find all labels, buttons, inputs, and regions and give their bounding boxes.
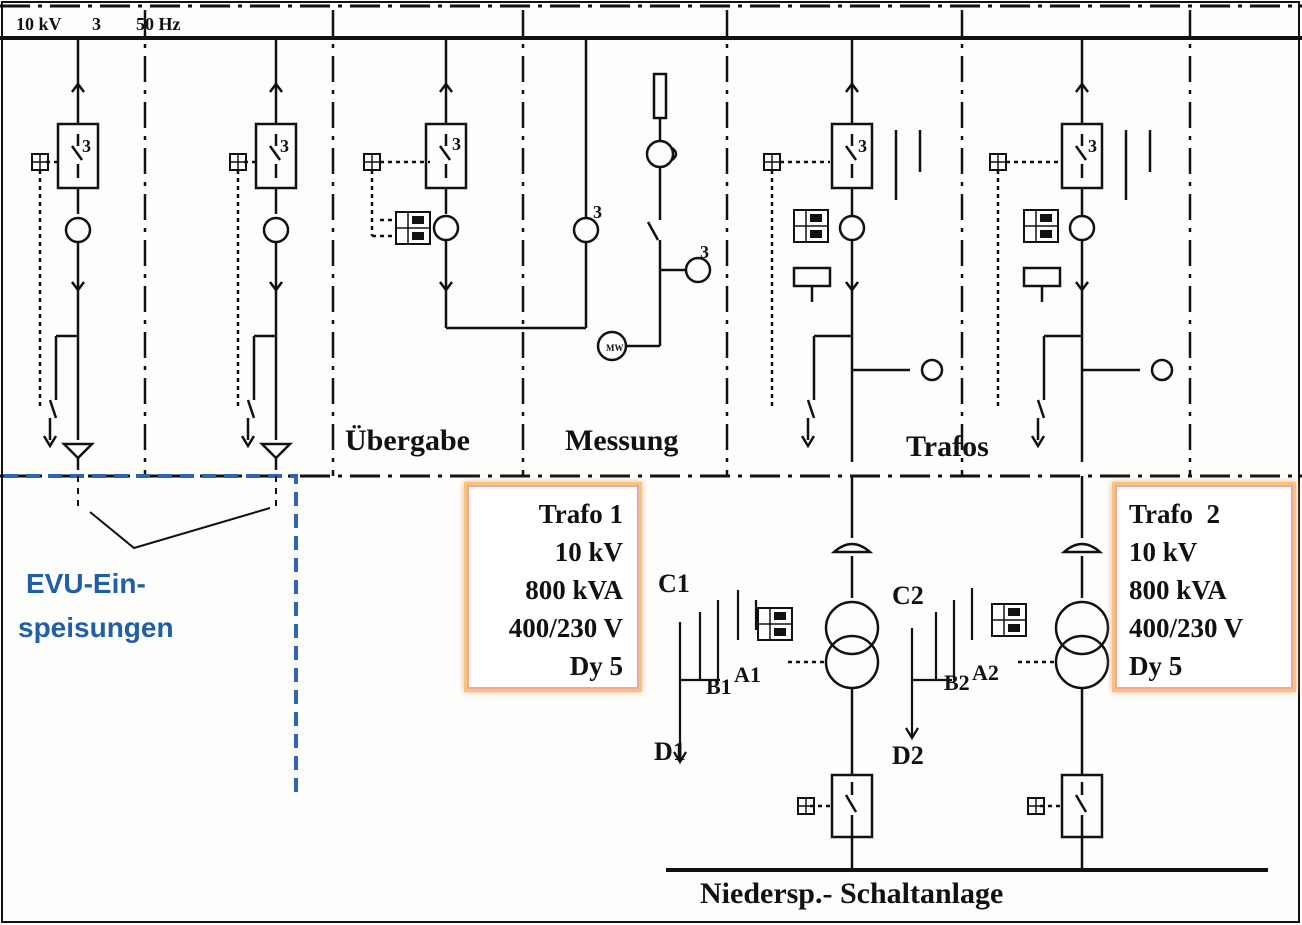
- switch-b1-label: B1: [706, 674, 732, 699]
- trafo-2-power: 800 kVA: [1129, 575, 1227, 605]
- pole-label-7: 3: [1088, 136, 1097, 156]
- trafo-1-name: Trafo 1: [538, 499, 623, 529]
- frequency-label: 50 Hz: [136, 14, 181, 34]
- switch-a2-label: A2: [972, 660, 999, 685]
- trafo-1-vector-group: Dy 5: [569, 651, 623, 681]
- transformer-1: [788, 476, 880, 870]
- switch-group-1: [673, 590, 758, 765]
- switch-a1-label: A1: [734, 662, 761, 687]
- trafo-1-power: 800 kVA: [525, 575, 623, 605]
- pole-label-1: 3: [82, 136, 91, 156]
- trafo-2-secondary: 400/230 V: [1129, 613, 1244, 643]
- section-trafos: Trafos: [906, 430, 989, 463]
- switch-c1-label: C1: [658, 569, 690, 598]
- pole-label-6: 3: [858, 136, 867, 156]
- trafo-2-voltage: 10 kV: [1129, 537, 1198, 567]
- pole-label-4: 3: [593, 202, 602, 222]
- section-messung: Messung: [565, 424, 678, 457]
- metering-field: [596, 72, 712, 362]
- switch-c2-label: C2: [892, 581, 924, 610]
- pole-label-2: 3: [280, 136, 289, 156]
- trafo-2-name: Trafo 2: [1129, 499, 1220, 529]
- switch-d2-label: D2: [892, 741, 924, 770]
- evu-label-line2: speisungen: [18, 612, 174, 643]
- trafo-1-info-box: Trafo 1 10 kV 800 kVA 400/230 V Dy 5: [464, 482, 642, 692]
- pole-label-5: 3: [700, 242, 709, 262]
- transformer-2: [1018, 476, 1110, 870]
- wattmeter-label: MW: [606, 343, 624, 353]
- voltage-label: 10 kV: [16, 14, 62, 34]
- switch-b2-label: B2: [944, 670, 970, 695]
- section-uebergabe: Übergabe: [345, 424, 470, 457]
- trafo-2-vector-group: Dy 5: [1129, 651, 1183, 681]
- evu-bracket: [4, 474, 298, 796]
- trafo-2-info-box: Trafo 2 10 kV 800 kVA 400/230 V Dy 5: [1112, 482, 1296, 692]
- trafo-1-voltage: 10 kV: [554, 537, 623, 567]
- evu-label-line1: EVU-Ein-: [26, 568, 146, 599]
- feeder-1: [38, 38, 96, 470]
- trafo-1-secondary: 400/230 V: [508, 613, 623, 643]
- phase-label: 3: [92, 14, 101, 34]
- pole-label-3: 3: [452, 134, 461, 154]
- switch-group-2: [905, 588, 974, 741]
- transfer-field: [370, 38, 600, 330]
- transformer-field-1: [770, 38, 944, 462]
- evu-pointer: [89, 507, 271, 550]
- section-nsanlage: Niedersp.- Schaltanlage: [700, 877, 1003, 910]
- field-dividers: [143, 10, 1192, 476]
- switch-d1-label: D1: [654, 737, 686, 766]
- feeder-2: [236, 38, 294, 470]
- transformer-field-2: [996, 38, 1174, 462]
